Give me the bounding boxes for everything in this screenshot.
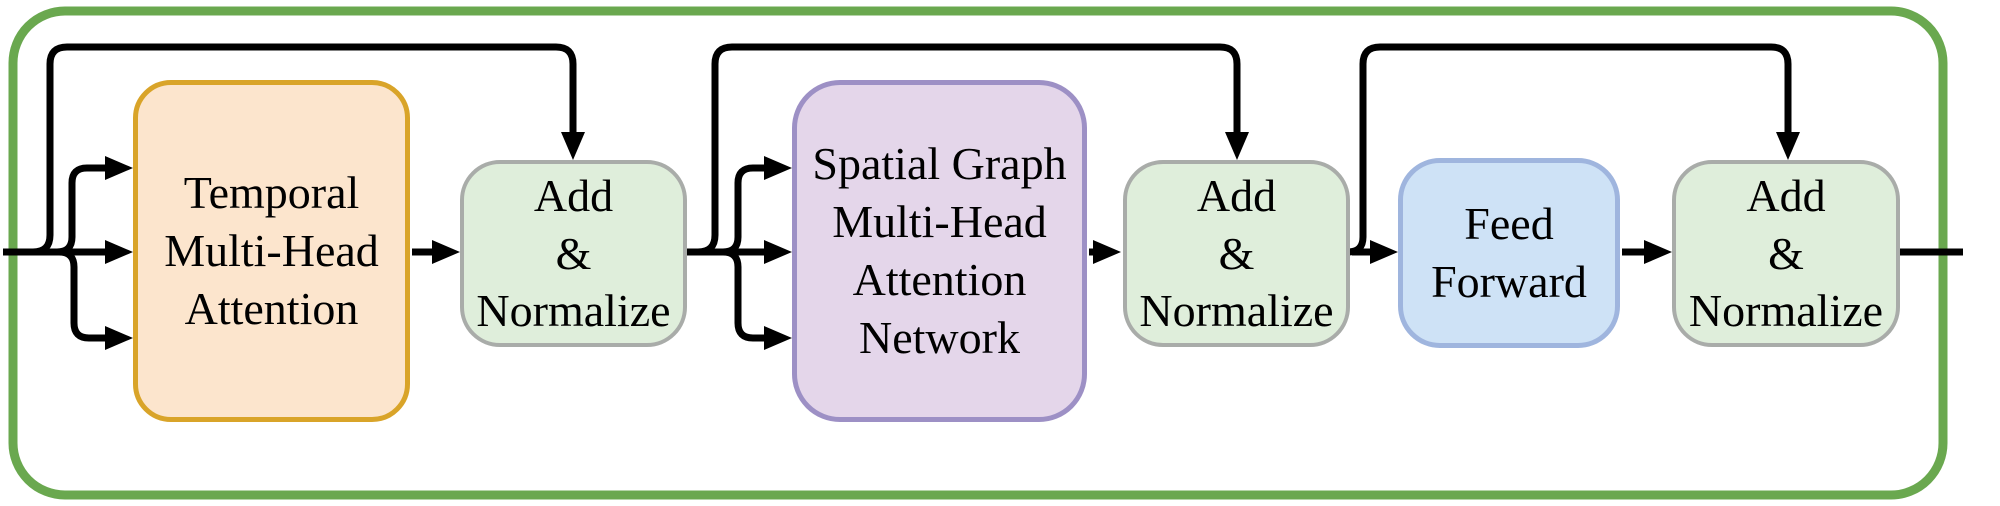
arrow-input-to-temporal-bottom: [38, 248, 133, 350]
arrow-skip-addnorm2-to-addnorm3: [1347, 43, 1800, 256]
arrow-addnorm1-to-spatial-bottom: [700, 248, 792, 350]
block-spatial-graph-multi-head-attention-network: Spatial Graph Multi-Head Attention Netwo…: [792, 80, 1087, 422]
arrow-skip-input-to-addnorm1: [32, 43, 585, 256]
arrow-addnorm1-to-spatial-top: [700, 156, 792, 256]
block-label: Temporal Multi-Head Attention: [164, 167, 379, 334]
block-label: Add & Normalize: [1139, 169, 1334, 337]
block-add-normalize-2: Add & Normalize: [1123, 160, 1350, 347]
block-temporal-multi-head-attention: Temporal Multi-Head Attention: [133, 80, 410, 422]
block-label: Feed Forward: [1431, 198, 1587, 307]
block-label: Add & Normalize: [476, 169, 671, 337]
block-label: Add & Normalize: [1688, 169, 1884, 337]
block-add-normalize-3: Add & Normalize: [1672, 160, 1900, 347]
block-add-normalize-1: Add & Normalize: [460, 160, 687, 347]
arrow-skip-addnorm1-to-addnorm2: [697, 43, 1249, 256]
block-feed-forward: Feed Forward: [1398, 158, 1620, 348]
block-label: Spatial Graph Multi-Head Attention Netwo…: [812, 138, 1067, 363]
